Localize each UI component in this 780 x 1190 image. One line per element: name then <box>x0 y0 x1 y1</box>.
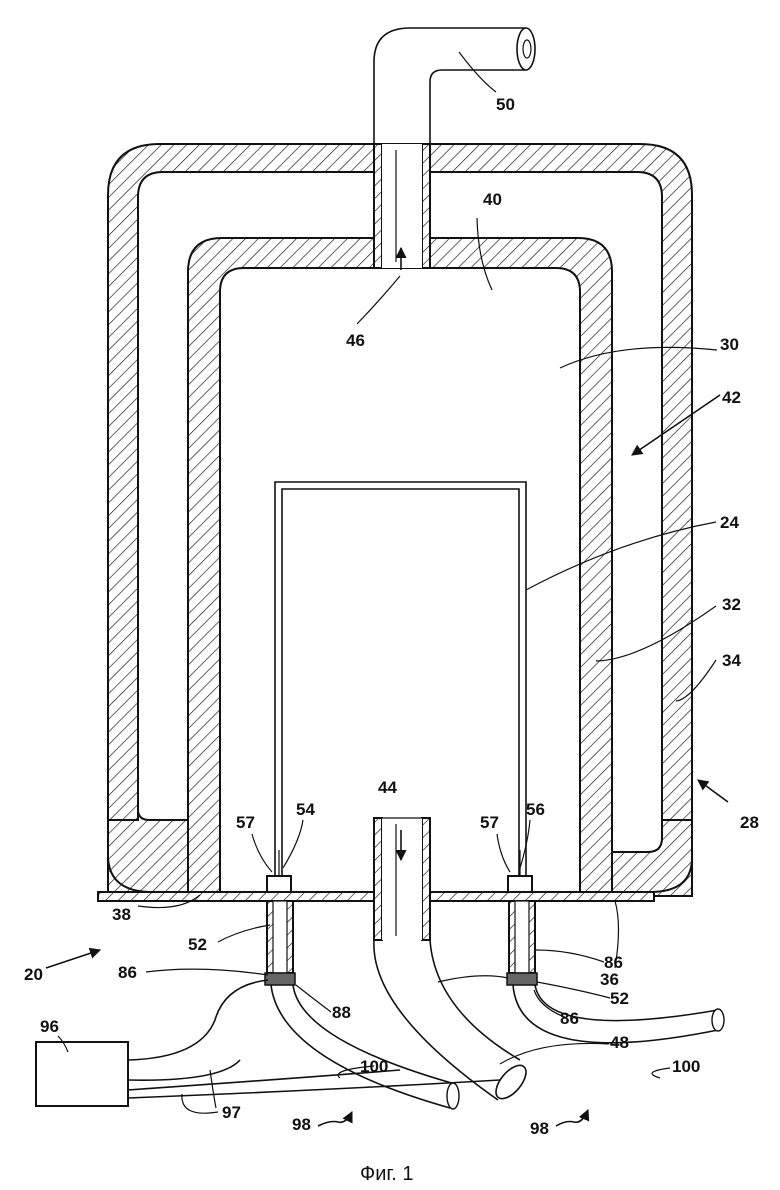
label-52-right: 52 <box>610 989 629 1008</box>
cable-left-100 <box>271 985 455 1108</box>
inlet-pipe-wall-left <box>374 818 382 940</box>
label-98-right: 98 <box>530 1119 549 1138</box>
probe-right-nut <box>508 876 532 892</box>
outlet-pipe-wall-right <box>422 144 430 268</box>
probe-left-ring <box>265 973 295 985</box>
label-50: 50 <box>496 95 515 114</box>
label-32: 32 <box>722 595 741 614</box>
outlet-pipe-wall-left <box>374 144 382 268</box>
label-38: 38 <box>112 905 131 924</box>
label-57-right: 57 <box>480 813 499 832</box>
label-34: 34 <box>722 651 741 670</box>
label-28: 28 <box>740 813 759 832</box>
label-86-left: 86 <box>118 963 137 982</box>
probe-right-ring <box>507 973 537 985</box>
label-24: 24 <box>720 513 739 532</box>
label-57-left: 57 <box>236 813 255 832</box>
label-48: 48 <box>610 1033 629 1052</box>
label-97: 97 <box>222 1103 241 1122</box>
inner-vessel-wall <box>188 238 612 892</box>
label-40: 40 <box>483 190 502 209</box>
inlet-pipe-wall-right <box>422 818 430 940</box>
label-42: 42 <box>722 388 741 407</box>
label-86-right-bottom: 86 <box>560 1009 579 1028</box>
probe-left-nut <box>267 876 291 892</box>
label-44: 44 <box>378 778 397 797</box>
label-56: 56 <box>526 800 545 819</box>
label-52-left: 52 <box>188 935 207 954</box>
outer-casing-foot-right <box>612 820 692 892</box>
outlet-pipe-50 <box>374 28 526 144</box>
figure-caption: Фиг. 1 <box>360 1163 413 1185</box>
label-100-right: 100 <box>672 1057 700 1076</box>
label-86-right-top: 86 <box>604 953 623 972</box>
label-100-left: 100 <box>360 1057 388 1076</box>
label-98-left: 98 <box>292 1115 311 1134</box>
outer-casing-foot-left <box>108 810 190 892</box>
outlet-pipe-end <box>517 28 535 70</box>
label-20: 20 <box>24 965 43 984</box>
label-96: 96 <box>40 1017 59 1036</box>
label-54: 54 <box>296 800 315 819</box>
label-30: 30 <box>720 335 739 354</box>
outlet-pipe-bore <box>382 144 422 268</box>
label-46: 46 <box>346 331 365 350</box>
label-36: 36 <box>600 970 619 989</box>
inlet-hose-48 <box>374 940 520 1100</box>
control-box-96 <box>36 1042 128 1106</box>
label-88: 88 <box>332 1003 351 1022</box>
